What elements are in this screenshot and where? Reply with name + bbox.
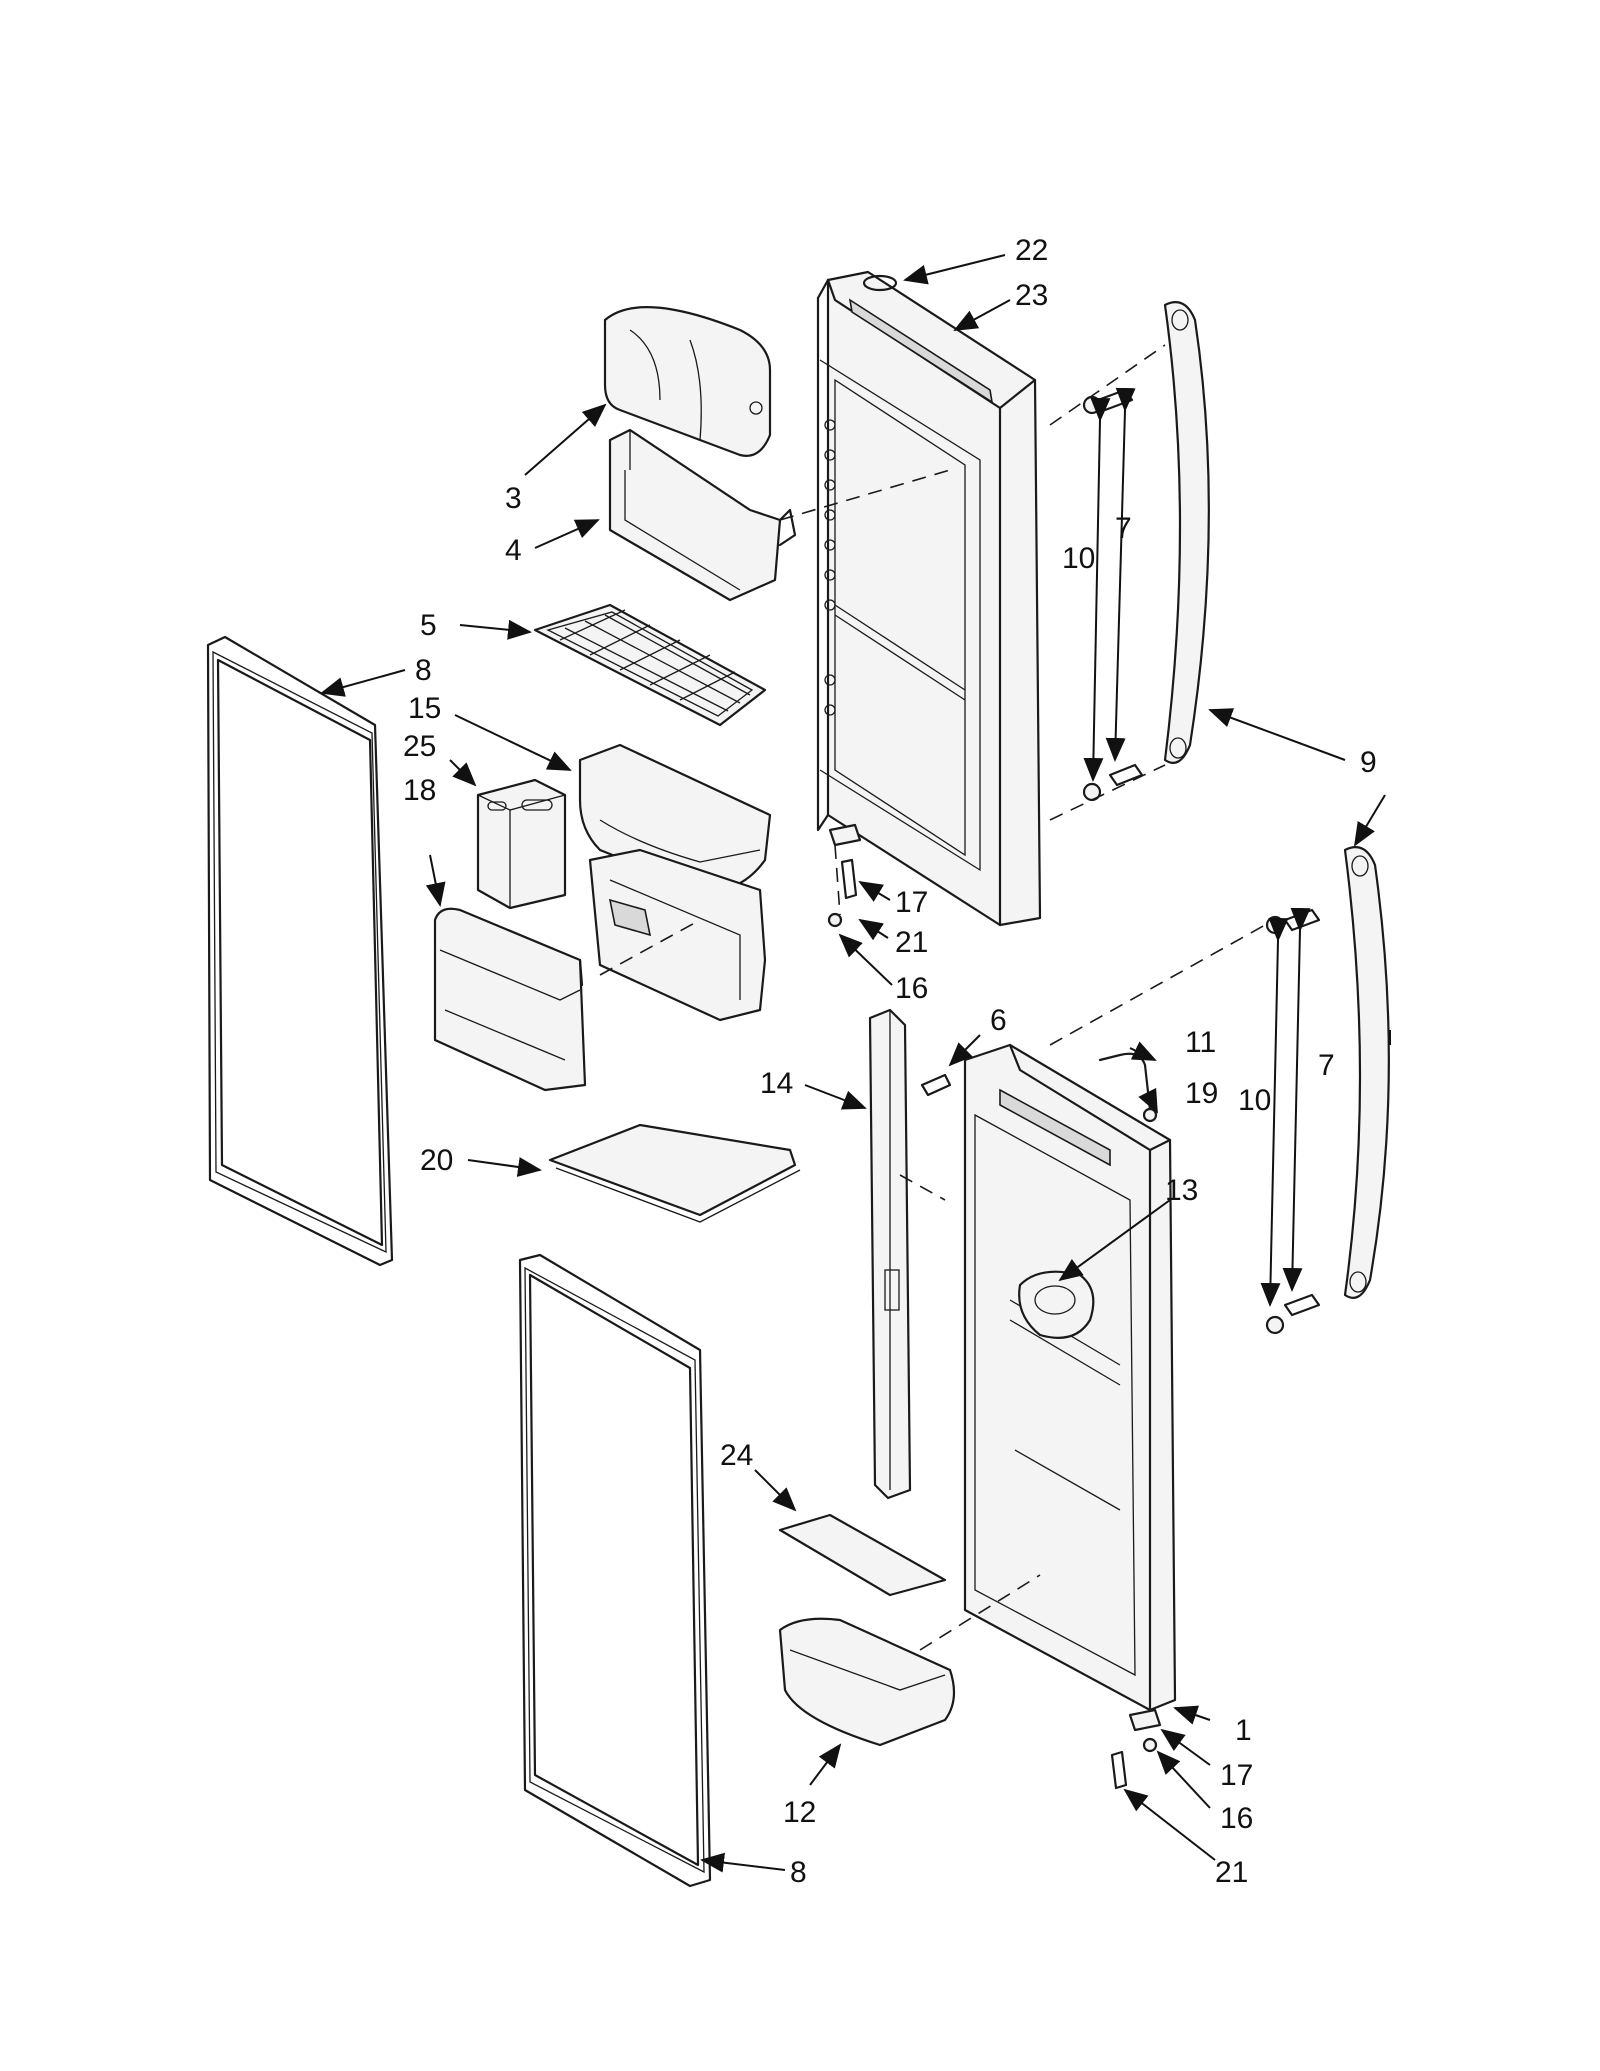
part-9-upper-handle bbox=[1163, 301, 1210, 764]
callout-25: 25 bbox=[403, 730, 436, 763]
part-24-tray bbox=[778, 1513, 947, 1597]
callout-16-upper: 16 bbox=[895, 972, 928, 1005]
upper-door-dimples bbox=[824, 419, 836, 716]
callout-labels: 22 23 3 4 7 10 5 8 15 25 18 9 17 21 16 6… bbox=[403, 234, 1377, 1889]
callout-9: 9 bbox=[1360, 746, 1377, 779]
callout-17-lower: 17 bbox=[1220, 1759, 1253, 1792]
part-4-bin-bracket bbox=[608, 428, 797, 602]
callout-13: 13 bbox=[1165, 1174, 1198, 1207]
part-22-oval-plug bbox=[862, 274, 898, 292]
part-15-ice-bin bbox=[578, 743, 772, 1022]
upper-door-liner bbox=[816, 270, 1042, 927]
callout-12: 12 bbox=[783, 1796, 816, 1829]
assembly-dash-lines bbox=[599, 344, 1266, 1651]
callout-21-upper: 21 bbox=[895, 926, 928, 959]
callout-22: 22 bbox=[1015, 234, 1048, 267]
upper-handle-screws bbox=[1082, 388, 1144, 802]
part-11-water-tube bbox=[1098, 1052, 1152, 1112]
part-8-upper-door-gasket bbox=[206, 635, 394, 1267]
part-6-screw bbox=[920, 1073, 952, 1097]
callout-21-lower: 21 bbox=[1215, 1856, 1248, 1889]
callout-19: 19 bbox=[1185, 1077, 1218, 1110]
lower-hinge-hardware bbox=[1110, 1708, 1162, 1790]
callout-7-upper: 7 bbox=[1115, 512, 1132, 545]
part-25-small-container bbox=[476, 778, 567, 910]
callout-11: 11 bbox=[1185, 1026, 1216, 1059]
leader-arrows bbox=[320, 254, 1391, 1873]
callout-6: 6 bbox=[990, 1004, 1007, 1037]
callout-17-upper: 17 bbox=[895, 886, 928, 919]
callout-5: 5 bbox=[420, 609, 437, 642]
callout-20: 20 bbox=[420, 1144, 453, 1177]
callout-10-lower: 10 bbox=[1238, 1084, 1271, 1117]
callout-1: 1 bbox=[1235, 1714, 1252, 1747]
callout-16-lower: 16 bbox=[1220, 1802, 1253, 1835]
callout-8-upper: 8 bbox=[415, 654, 432, 687]
part-3-ice-bin-cover bbox=[603, 306, 772, 457]
part-8-lower-door-gasket bbox=[518, 1253, 712, 1888]
part-14-trim-strip bbox=[868, 1008, 912, 1500]
callout-23: 23 bbox=[1015, 279, 1048, 312]
callout-8-lower: 8 bbox=[790, 1856, 807, 1889]
part-13-dispenser-chute bbox=[1018, 1270, 1095, 1339]
part-18-dispenser-bin bbox=[433, 907, 587, 1092]
part-12-door-bin bbox=[778, 1617, 956, 1747]
callout-3: 3 bbox=[505, 482, 522, 515]
callout-4: 4 bbox=[505, 534, 522, 567]
part-19-fitting bbox=[1142, 1107, 1158, 1123]
callout-15: 15 bbox=[408, 692, 441, 725]
upper-hinge-hardware bbox=[827, 823, 862, 928]
callout-10-upper: 10 bbox=[1062, 542, 1095, 575]
part-1-lower-door bbox=[963, 1043, 1177, 1712]
part-20-shelf bbox=[548, 1123, 801, 1223]
part-9-lower-handle bbox=[1343, 846, 1390, 1299]
callout-14: 14 bbox=[760, 1067, 793, 1100]
callout-18: 18 bbox=[403, 774, 436, 807]
callout-7-lower: 7 bbox=[1318, 1049, 1335, 1082]
part-5-grille-tray bbox=[533, 603, 767, 727]
callout-24: 24 bbox=[720, 1439, 753, 1472]
